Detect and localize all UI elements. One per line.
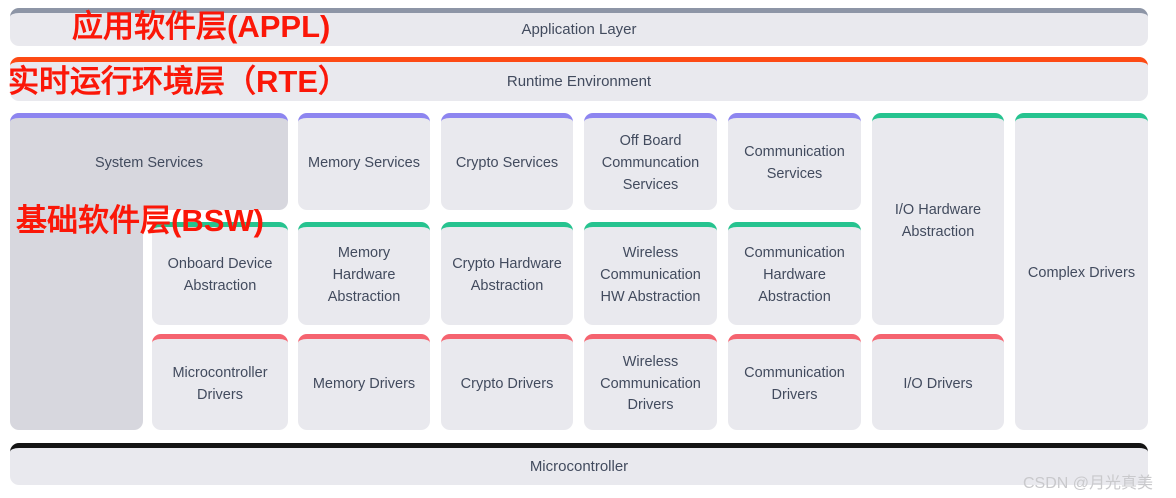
block-label: Off Board Communcation Services [601,133,700,193]
block-onboard-device-abstraction: Onboard Device Abstraction [152,222,288,325]
block-label: Memory Services [308,155,420,172]
annotation-basic-software-layer: 基础软件层(BSW) [16,203,264,238]
block-memory-services: Memory Services [298,113,430,210]
block-crypto-drivers: Crypto Drivers [441,334,573,430]
csdn-watermark: CSDN @月光真美 [1023,475,1154,492]
block-label: Crypto Drivers [460,375,554,392]
block-label: Crypto Hardware Abstraction [452,256,562,294]
block-label: Communication Hardware Abstraction [744,245,845,305]
block-crypto-services: Crypto Services [441,113,573,210]
block-communication-hardware-abstraction: Communication Hardware Abstraction [728,222,861,325]
block-microcontroller-drivers: Microcontroller Drivers [152,334,288,430]
block-label: Memory Drivers [312,375,416,392]
block-complex-drivers: Complex Drivers [1015,113,1148,430]
block-label: Onboard Device Abstraction [167,256,273,294]
annotation-application-layer: 应用软件层(APPL) [72,9,331,44]
block-label: Wireless Communication HW Abstraction [600,245,701,305]
block-label: System Services [95,155,203,172]
block-label: Crypto Services [455,155,559,172]
block-wireless-communication-hw-abstraction: Wireless Communication HW Abstraction [584,222,717,325]
block-memory-drivers: Memory Drivers [298,334,430,430]
block-label: Communication Services [744,144,845,182]
block-communication-drivers: Communication Drivers [728,334,861,430]
block-memory-hardware-abstraction: Memory Hardware Abstraction [298,222,430,325]
block-io-drivers: I/O Drivers [872,334,1004,430]
block-offboard-communication-services: Off Board Communcation Services [584,113,717,210]
block-label: Memory Hardware Abstraction [327,245,401,305]
application-layer-label: Application Layer [521,21,637,38]
application-layer-bar: Application Layer [10,8,1148,46]
block-label: I/O Drivers [903,375,973,392]
block-label: Wireless Communication Drivers [600,353,701,414]
block-label: Complex Drivers [1027,265,1136,282]
block-label: Communication Drivers [744,364,845,403]
microcontroller-bar: Microcontroller [10,443,1148,485]
annotation-runtime-environment: 实时运行环境层（RTE） [8,64,349,99]
block-wireless-communication-drivers: Wireless Communication Drivers [584,334,717,430]
runtime-environment-label: Runtime Environment [506,73,652,90]
block-crypto-hardware-abstraction: Crypto Hardware Abstraction [441,222,573,325]
block-label: Microcontroller Drivers [172,364,268,403]
microcontroller-label: Microcontroller [529,458,629,475]
block-system-services: System Services [10,113,288,210]
block-label: I/O Hardware Abstraction [894,201,982,240]
block-communication-services: Communication Services [728,113,861,210]
runtime-environment-bar: Runtime Environment [10,57,1148,101]
block-io-hardware-abstraction: I/O Hardware Abstraction [872,113,1004,325]
